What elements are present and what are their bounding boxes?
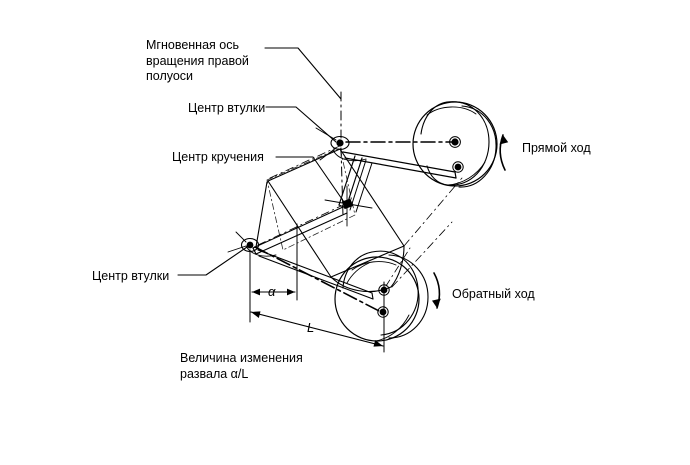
label-rebound-travel: Обратный ход: [452, 287, 535, 301]
label-torsion-center: Центр кручения: [172, 150, 264, 164]
label-bushing-center-upper: Центр втулки: [188, 101, 266, 115]
label-forward-travel: Прямой ход: [522, 141, 591, 155]
label-instant-axis: Мгновенная ось вращения правой полуоси: [146, 38, 249, 83]
dimension-length: L: [307, 320, 315, 335]
label-bushing-center-lower: Центр втулки: [92, 269, 170, 283]
dimension-alpha: α: [268, 284, 276, 299]
label-camber-change: Величина изменения развала α/L: [180, 351, 303, 381]
